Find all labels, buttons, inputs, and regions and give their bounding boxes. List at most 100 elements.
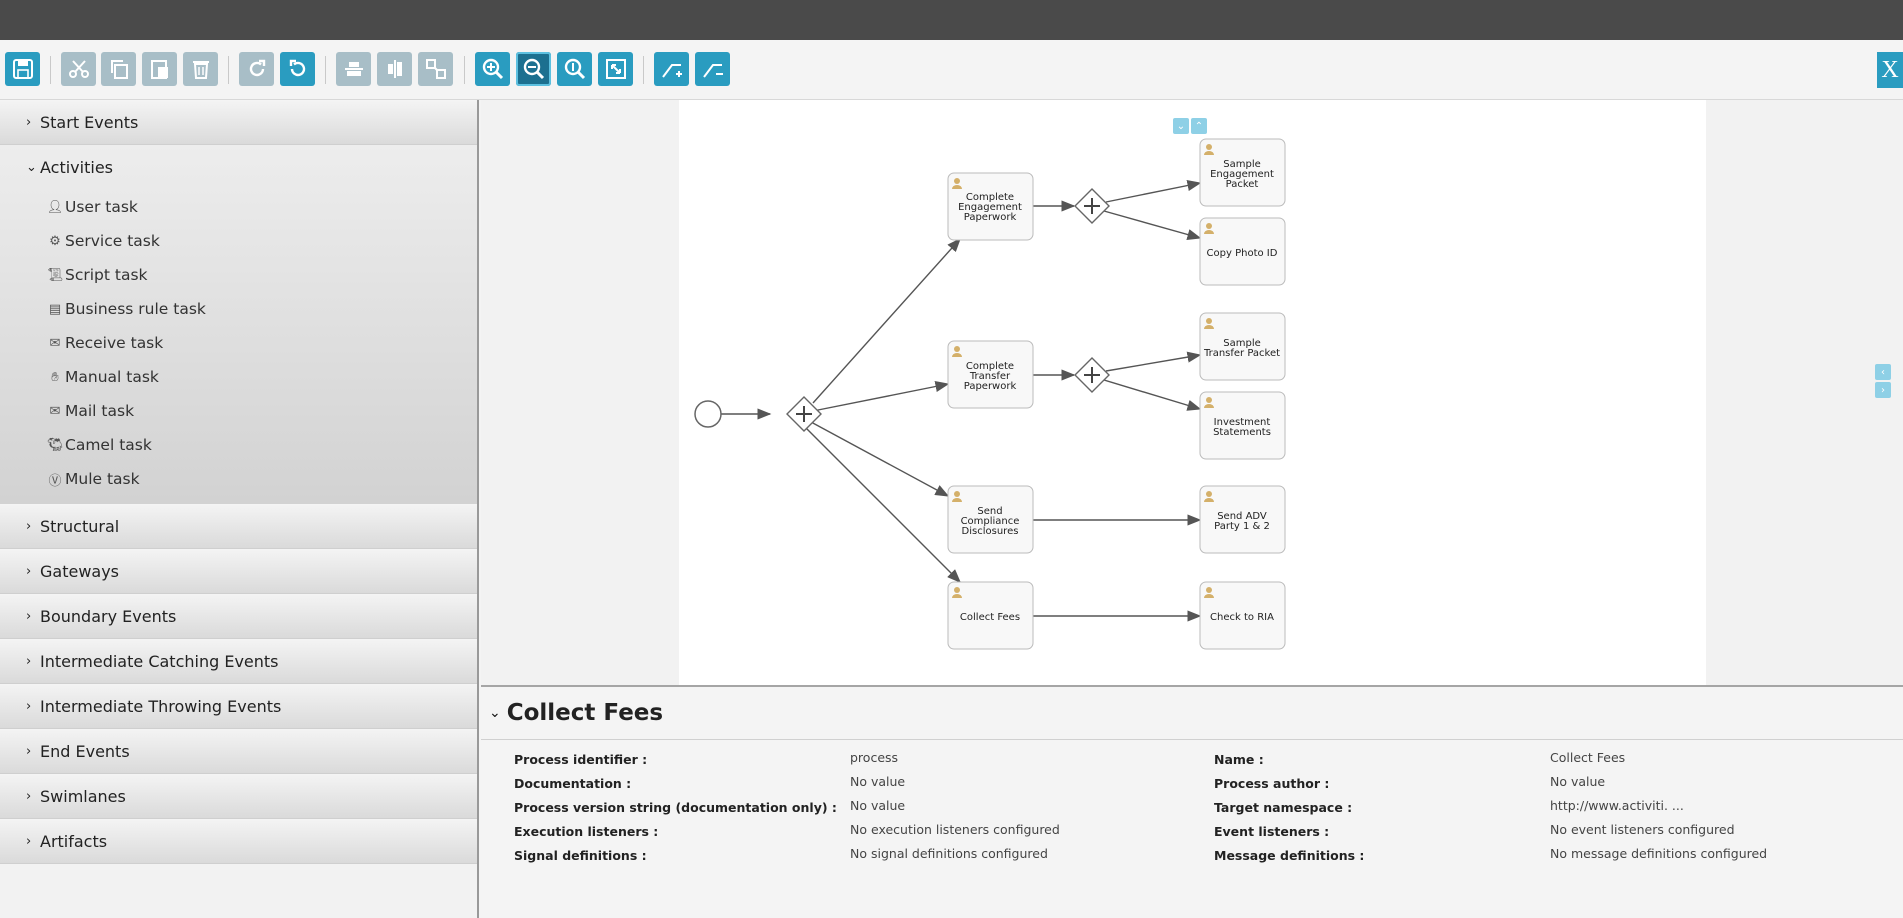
- palette-item-script-task[interactable]: 📜︎ Script task: [0, 258, 477, 292]
- palette-group-gateways[interactable]: › Gateways: [0, 549, 477, 594]
- properties-header[interactable]: ⌄ Collect Fees: [481, 687, 1903, 740]
- prop-value[interactable]: No signal definitions configured: [850, 846, 1048, 861]
- user-task-copy-photo-id[interactable]: Copy Photo ID: [1199, 217, 1286, 286]
- palette-item-business-rule-task[interactable]: ▤ Business rule task: [0, 292, 477, 326]
- align-vertical-button[interactable]: [336, 52, 371, 86]
- close-editor-button[interactable]: X: [1877, 52, 1903, 88]
- palette-group-structural[interactable]: › Structural: [0, 504, 477, 549]
- palette-item-mail-task[interactable]: ✉ Mail task: [0, 394, 477, 428]
- palette-item-receive-task[interactable]: ✉ Receive task: [0, 326, 477, 360]
- user-task-collect-fees[interactable]: Collect Fees: [947, 581, 1034, 650]
- prop-documentation[interactable]: Documentation :: [514, 776, 631, 791]
- parallel-gateway[interactable]: [1074, 188, 1110, 224]
- prop-process-author[interactable]: Process author :: [1214, 776, 1329, 791]
- prop-process-identifier[interactable]: Process identifier :: [514, 752, 647, 767]
- scissors-icon: [68, 60, 89, 78]
- palette-item-service-task[interactable]: ⚙ Service task: [0, 224, 477, 258]
- sequence-flow[interactable]: [1103, 210, 1202, 240]
- parallel-gateway[interactable]: [786, 396, 822, 432]
- palette-item-manual-task[interactable]: ✋︎ Manual task: [0, 360, 477, 394]
- user-task-complete-engagement[interactable]: Complete Engagement Paperwork: [947, 172, 1034, 241]
- user-icon: 👤︎: [46, 199, 64, 215]
- remove-bendpoint-button[interactable]: [695, 52, 730, 86]
- task-label: Complete: [966, 361, 1014, 372]
- save-button[interactable]: [5, 52, 40, 86]
- zoom-in-button[interactable]: [475, 52, 510, 86]
- copy-button[interactable]: [101, 52, 136, 86]
- prop-label: Process version string (documentation on…: [514, 800, 837, 815]
- palette-group-boundary-events[interactable]: › Boundary Events: [0, 594, 477, 639]
- palette-item-label: Mail task: [65, 402, 135, 420]
- palette-item-user-task[interactable]: 👤︎ User task: [0, 190, 477, 224]
- prop-value[interactable]: No execution listeners configured: [850, 822, 1060, 837]
- palette-group-intermediate-catching-events[interactable]: › Intermediate Catching Events: [0, 639, 477, 684]
- palette-group-artifacts[interactable]: › Artifacts: [0, 819, 477, 864]
- vertical-scroll-arrows: ⌄ ⌃: [1173, 118, 1207, 134]
- user-task-send-compliance[interactable]: Send Compliance Disclosures: [947, 485, 1034, 554]
- diagram-canvas[interactable]: Complete Engagement Paperwork Complete T…: [679, 100, 1706, 685]
- palette-group-intermediate-throwing-events[interactable]: › Intermediate Throwing Events: [0, 684, 477, 729]
- user-task-check-to-ria[interactable]: Check to RIA: [1199, 581, 1286, 650]
- prop-execution-listeners[interactable]: Execution listeners :: [514, 824, 658, 839]
- prop-message-definitions[interactable]: Message definitions :: [1214, 848, 1364, 863]
- zoom-actual-button[interactable]: [557, 52, 592, 86]
- sequence-flow[interactable]: [810, 421, 950, 497]
- paste-button[interactable]: [142, 52, 177, 86]
- scroll-left-button[interactable]: ‹: [1875, 364, 1891, 380]
- palette-group-swimlanes[interactable]: › Swimlanes: [0, 774, 477, 819]
- prop-value[interactable]: No value: [850, 798, 906, 813]
- task-label: Packet: [1226, 179, 1259, 190]
- user-task-send-adv[interactable]: Send ADV Party 1 & 2: [1199, 485, 1286, 554]
- palette-item-label: Manual task: [65, 368, 159, 386]
- task-label: Compliance: [961, 516, 1020, 527]
- prop-value[interactable]: No value: [1550, 774, 1606, 789]
- user-task-sample-engagement[interactable]: Sample Engagement Packet: [1199, 138, 1286, 207]
- palette-group-end-events[interactable]: › End Events: [0, 729, 477, 774]
- prop-label: Event listeners :: [1214, 824, 1330, 839]
- task-label: Statements: [1213, 427, 1271, 438]
- start-event[interactable]: [694, 400, 722, 428]
- prop-value[interactable]: process: [850, 750, 899, 765]
- user-task-sample-transfer[interactable]: Sample Transfer Packet: [1199, 312, 1286, 381]
- palette-item-label: Business rule task: [65, 300, 206, 318]
- prop-signal-definitions[interactable]: Signal definitions :: [514, 848, 647, 863]
- delete-button[interactable]: [183, 52, 218, 86]
- scroll-right-button[interactable]: ›: [1875, 382, 1891, 398]
- prop-value[interactable]: No event listeners configured: [1550, 822, 1735, 837]
- palette-item-camel-task[interactable]: 🐫︎ Camel task: [0, 428, 477, 462]
- sequence-flow[interactable]: [812, 380, 950, 412]
- user-task-investment-statements[interactable]: Investment Statements: [1199, 391, 1286, 460]
- sequence-flow[interactable]: [1105, 180, 1202, 203]
- palette-item-mule-task[interactable]: Ⓥ Mule task: [0, 462, 477, 504]
- prop-version-string[interactable]: Process version string (documentation on…: [514, 800, 837, 815]
- sequence-flow[interactable]: [805, 427, 961, 583]
- scroll-down-button[interactable]: ⌄: [1173, 118, 1189, 134]
- sequence-flow[interactable]: [1105, 351, 1202, 372]
- undo-button[interactable]: [280, 52, 315, 86]
- prop-value[interactable]: No message definitions configured: [1550, 846, 1768, 861]
- parallel-gateway[interactable]: [1074, 357, 1110, 393]
- prop-event-listeners[interactable]: Event listeners :: [1214, 824, 1329, 839]
- sequence-flow[interactable]: [812, 237, 961, 404]
- trash-icon: [192, 61, 209, 79]
- zoom-out-button[interactable]: [516, 52, 551, 86]
- same-size-button[interactable]: [418, 52, 453, 86]
- prop-target-namespace[interactable]: Target namespace :: [1214, 800, 1352, 815]
- toolbar-separator: [464, 56, 465, 84]
- sequence-flow[interactable]: [1103, 379, 1202, 411]
- user-task-complete-transfer[interactable]: Complete Transfer Paperwork: [947, 340, 1034, 409]
- palette-group-label: Artifacts: [40, 831, 108, 851]
- zoom-fit-button[interactable]: [598, 52, 633, 86]
- prop-value[interactable]: http://www.activiti. ...: [1550, 798, 1684, 813]
- palette-group-activities-header[interactable]: ⌄ Activities: [0, 145, 477, 190]
- add-bendpoint-button[interactable]: [654, 52, 689, 86]
- task-label: Send ADV: [1217, 511, 1267, 522]
- palette-group-start-events[interactable]: › Start Events: [0, 100, 477, 145]
- align-horizontal-button[interactable]: [377, 52, 412, 86]
- redo-button[interactable]: [239, 52, 274, 86]
- prop-name[interactable]: Name :: [1214, 752, 1264, 767]
- prop-value[interactable]: Collect Fees: [1550, 750, 1626, 765]
- cut-button[interactable]: [61, 52, 96, 86]
- scroll-up-button[interactable]: ⌃: [1191, 118, 1207, 134]
- prop-value[interactable]: No value: [850, 774, 906, 789]
